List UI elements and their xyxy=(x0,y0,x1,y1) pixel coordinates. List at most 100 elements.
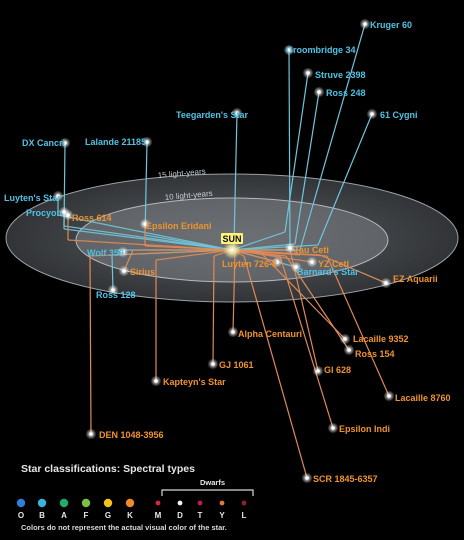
sun-label-box xyxy=(221,233,243,244)
luyten-726-8-label: Luyten 726-8 xyxy=(222,259,277,269)
dwarfs-bracket xyxy=(161,489,254,496)
sun-marker: SUN xyxy=(221,233,243,259)
spectral-type-y-letter: Y xyxy=(219,511,225,520)
ross-614-star-core xyxy=(66,213,70,217)
ross-248-star-core xyxy=(317,90,321,94)
luytens-star-label: Luyten's Star xyxy=(4,193,61,203)
teegardens-star-projection-line xyxy=(233,112,238,246)
dx-cancri-star-core xyxy=(63,141,67,145)
kruger-60-projection-line xyxy=(299,23,366,251)
luytens-star-star-core xyxy=(56,194,60,198)
barnards-star-star-core xyxy=(294,265,298,269)
teegardens-star-star-core xyxy=(235,111,239,115)
spectral-type-g-letter: G xyxy=(105,511,111,520)
ross-248-label: Ross 248 xyxy=(326,88,366,98)
den-1048-3956-plane-line xyxy=(89,249,233,257)
procyon-plane-line xyxy=(63,225,233,251)
lacaille-9352-star-core xyxy=(343,337,347,341)
yz-ceti-label: YZ Ceti xyxy=(318,259,349,269)
scr-1845-6357-projection-line xyxy=(243,255,308,479)
spectral-type-l-letter: L xyxy=(242,511,247,520)
inner-ring-label: 10 light-years xyxy=(164,189,213,202)
alpha-centauri-star-core xyxy=(231,330,235,334)
yz-ceti-star-core xyxy=(310,260,314,264)
den-1048-3956-projection-line xyxy=(89,255,92,435)
spectral-type-b-swatch xyxy=(37,498,47,508)
gj-1061-label: GJ 1061 xyxy=(219,360,254,370)
groombridge-34-star-core xyxy=(287,48,291,52)
legend-title: Star classifications: Spectral types xyxy=(21,463,195,475)
struve-2398-projection-line xyxy=(284,72,309,233)
spectral-type-k-swatch xyxy=(125,498,135,508)
alpha-centauri-projection-line xyxy=(232,251,236,333)
spectral-type-a-letter: A xyxy=(61,511,67,520)
ross-128-label: Ross 128 xyxy=(96,290,136,300)
spectral-type-k-letter: K xyxy=(127,511,133,520)
wolf-359-star-core xyxy=(121,250,125,254)
sun-label: SUN xyxy=(222,234,241,244)
spectral-type-t-letter: T xyxy=(198,511,203,520)
epsilon-eridani-plane-line xyxy=(144,245,233,251)
dx-cancri-label: DX Cancri xyxy=(22,138,65,148)
ez-aquarii-star-core xyxy=(384,281,388,285)
61-cygni-star-core xyxy=(370,112,374,116)
den-1048-3956-label: DEN 1048-3956 xyxy=(99,430,164,440)
dwarfs-label: Dwarfs xyxy=(200,478,225,487)
legend: Star classifications: Spectral types Dwa… xyxy=(16,463,254,532)
kapteyns-star-plane-line xyxy=(155,249,233,261)
lalande-21185-star-core xyxy=(145,140,149,144)
gj-1061-projection-line xyxy=(212,255,215,365)
spectral-type-g-swatch xyxy=(103,498,113,508)
kapteyns-star-star-core xyxy=(154,379,158,383)
groombridge-34-projection-line xyxy=(288,49,291,251)
lacaille-8760-star-core xyxy=(387,394,391,398)
epsilon-indi-star-core xyxy=(331,426,335,430)
spectral-type-o-letter: O xyxy=(18,511,24,520)
lacaille-8760-plane-line xyxy=(231,249,328,257)
den-1048-3956-star-core xyxy=(89,432,93,436)
lacaille-8760-projection-line xyxy=(326,255,390,397)
epsilon-eridani-star-core xyxy=(143,222,147,226)
kruger-60-star-core xyxy=(363,22,367,26)
epsilon-indi-label: Epsilon Indi xyxy=(339,424,390,434)
epsilon-eridani-label: Epsilon Eridani xyxy=(146,221,212,231)
epsilon-indi-projection-line xyxy=(279,255,334,429)
struve-2398-star-core xyxy=(306,71,310,75)
sirius-label: Sirius xyxy=(130,267,155,277)
61-cygni-plane-line xyxy=(231,244,319,251)
spectral-type-m-swatch xyxy=(155,500,161,506)
ross-154-star-core xyxy=(347,348,351,352)
legend-note: Colors do not represent the actual visua… xyxy=(21,523,227,532)
ross-614-label: Ross 614 xyxy=(72,213,112,223)
spectral-type-t-swatch xyxy=(197,500,203,506)
outer-ring-label: 15 light-years xyxy=(157,167,206,180)
barnards-star-label: Barnard's Star xyxy=(297,267,359,277)
spectral-type-d-letter: D xyxy=(177,511,183,520)
scr-1845-6357-label: SCR 1845-6357 xyxy=(313,474,378,484)
gl-628-label: Gl 628 xyxy=(324,365,351,375)
alpha-centauri-label: Alpha Centauri xyxy=(238,329,302,339)
tau-ceti-label: Tau Ceti xyxy=(294,245,329,255)
spectral-type-y-swatch xyxy=(219,500,225,506)
spectral-type-m-letter: M xyxy=(155,511,162,520)
spectral-type-f-letter: F xyxy=(84,511,89,520)
spectral-type-d-swatch xyxy=(177,500,183,506)
spectral-type-f-swatch xyxy=(81,498,91,508)
lalande-21185-label: Lalande 21185 xyxy=(85,137,146,147)
procyon-label: Procyon xyxy=(26,208,62,218)
ross-128-star-core xyxy=(111,288,115,292)
61-cygni-label: 61 Cygni xyxy=(380,110,418,120)
kruger-60-label: Kruger 60 xyxy=(370,20,412,30)
tau-ceti-star-core xyxy=(288,246,292,250)
gj-1061-star-core xyxy=(211,362,215,366)
lacaille-9352-projection-line xyxy=(261,253,346,340)
wolf-359-label: Wolf 359 xyxy=(87,248,124,258)
teegardens-star-label: Teegarden's Star xyxy=(176,110,248,120)
struve-2398-label: Struve 2398 xyxy=(315,70,366,80)
ross-154-label: Ross 154 xyxy=(355,349,395,359)
gl-628-star-core xyxy=(316,369,320,373)
ez-aquarii-label: EZ Aquarii xyxy=(393,274,438,284)
lacaille-9352-label: Lacaille 9352 xyxy=(353,334,409,344)
